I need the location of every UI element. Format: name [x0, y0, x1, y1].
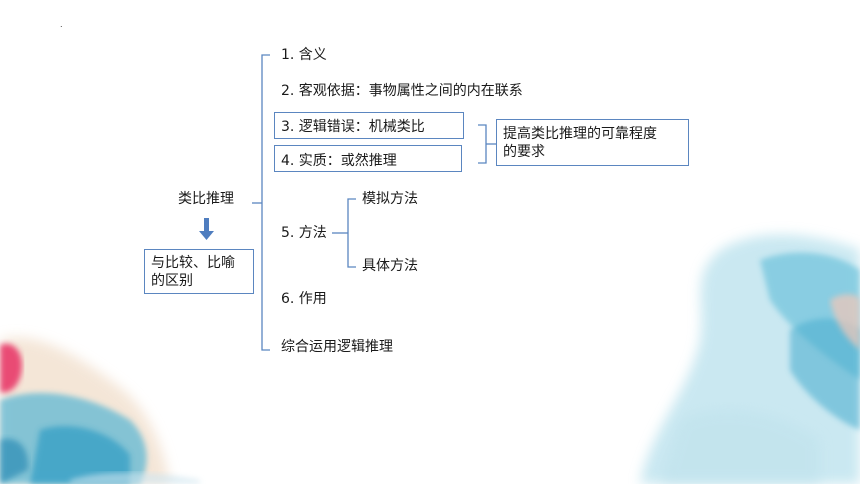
right-paint-splash — [640, 234, 860, 484]
difference-box: 与比较、比喻 的区别 — [144, 249, 254, 294]
method-concrete: 具体方法 — [362, 258, 418, 274]
item-essence: 4. 实质：或然推理 — [281, 153, 397, 169]
requirement-box: 提高类比推理的可靠程度 的要求 — [496, 119, 689, 166]
item-function: 6. 作用 — [281, 291, 327, 307]
difference-line2: 的区别 — [151, 273, 193, 289]
dot-mark: . — [60, 20, 63, 29]
item-essence-box: 4. 实质：或然推理 — [274, 145, 462, 172]
main-bracket — [261, 54, 270, 351]
left-paint-splash — [0, 337, 200, 484]
item-objective-basis: 2. 客观依据：事物属性之间的内在联系 — [281, 83, 523, 99]
right-bracket — [478, 124, 487, 164]
method-simulation: 模拟方法 — [362, 191, 418, 207]
item-comprehensive: 综合运用逻辑推理 — [281, 339, 393, 355]
item-meaning: 1. 含义 — [281, 47, 327, 63]
difference-line1: 与比较、比喻 — [151, 255, 235, 271]
down-arrow — [199, 218, 214, 240]
requirement-line1: 提高类比推理的可靠程度 — [503, 126, 657, 142]
methods-bracket — [347, 198, 356, 268]
item-logic-error-box: 3. 逻辑错误：机械类比 — [274, 112, 464, 139]
root-node: 类比推理 — [178, 191, 234, 207]
item-logic-error: 3. 逻辑错误：机械类比 — [281, 119, 425, 135]
item-method: 5. 方法 — [281, 225, 327, 241]
requirement-line2: 的要求 — [503, 144, 545, 160]
diagram-connectors — [252, 54, 496, 351]
